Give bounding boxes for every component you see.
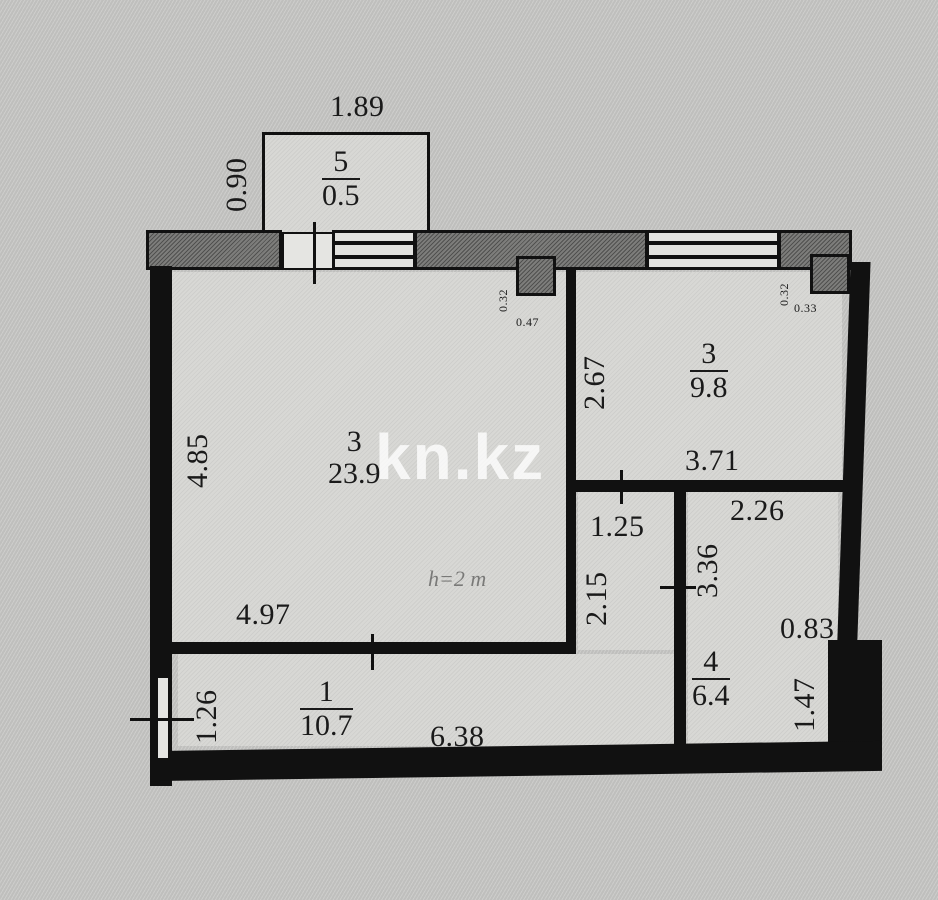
dim-hall-width: 6.38 xyxy=(430,720,485,753)
dim-column-left-a: 0.32 xyxy=(496,289,510,312)
dim-corridor-width: 1.25 xyxy=(590,510,645,543)
door-tick-balcony xyxy=(313,222,316,284)
hall-label: 1 10.7 xyxy=(300,676,353,741)
dim-bath-width: 2.26 xyxy=(730,494,785,527)
dim-balcony-depth: 0.90 xyxy=(220,157,253,213)
corridor-room xyxy=(578,490,676,650)
top-wall-left xyxy=(146,230,282,270)
dim-bath-height: 3.36 xyxy=(691,543,724,599)
dim-bedroom-height: 2.67 xyxy=(578,355,611,411)
bath-label: 4 6.4 xyxy=(692,646,730,711)
room-number: 4 xyxy=(692,646,730,680)
room-number: 1 xyxy=(300,676,353,710)
room-number: 3 xyxy=(690,338,728,372)
room-area: 10.7 xyxy=(300,708,353,742)
wall-bedroom-bottom xyxy=(570,480,848,492)
balcony-label: 5 0.5 xyxy=(322,146,360,211)
door-tick-bedroom xyxy=(620,470,623,504)
window-left xyxy=(332,230,416,270)
balcony-door xyxy=(282,232,334,270)
bedroom-room xyxy=(572,272,842,484)
dim-hall-height: 1.26 xyxy=(190,689,223,745)
door-tick-entry xyxy=(130,718,194,721)
door-tick-living xyxy=(371,634,374,670)
dim-column-right-a: 0.32 xyxy=(777,283,791,306)
watermark: kn.kz xyxy=(375,421,546,493)
room-number: 5 xyxy=(322,146,360,180)
column-right xyxy=(810,254,850,294)
dim-living-height: 4.85 xyxy=(181,433,214,489)
wall-living-right xyxy=(566,270,576,650)
door-tick-bath xyxy=(660,586,696,589)
room-number: 3 xyxy=(346,425,362,458)
room-area: 9.8 xyxy=(690,370,728,404)
column-left xyxy=(516,256,556,296)
ceiling-height-annotation: h=2 m xyxy=(428,566,487,591)
dim-balcony-width: 1.89 xyxy=(330,90,385,123)
hall-room xyxy=(178,654,676,746)
dim-column-left-b: 0.47 xyxy=(516,315,539,329)
room-area: 23.9 xyxy=(328,456,381,490)
left-wall xyxy=(150,266,172,786)
right-wall-bottom xyxy=(828,640,882,758)
wall-bath-left xyxy=(674,488,686,750)
balcony-room xyxy=(262,132,430,232)
bathroom-room xyxy=(688,490,838,744)
living-room xyxy=(172,272,572,644)
bottom-wall xyxy=(150,740,882,782)
window-right xyxy=(646,230,780,270)
bedroom-label: 3 9.8 xyxy=(690,338,728,403)
dim-bath-notch-width: 0.83 xyxy=(780,612,835,645)
dim-living-width: 4.97 xyxy=(236,598,291,631)
dim-bedroom-width: 3.71 xyxy=(685,444,740,477)
dim-column-right-b: 0.33 xyxy=(794,301,817,315)
dim-corridor-height: 2.15 xyxy=(580,571,613,627)
room-area: 6.4 xyxy=(692,678,730,712)
living-label: 3 23.9 xyxy=(328,426,381,489)
dim-bath-notch-height: 1.47 xyxy=(788,677,821,733)
room-area: 0.5 xyxy=(322,178,360,212)
